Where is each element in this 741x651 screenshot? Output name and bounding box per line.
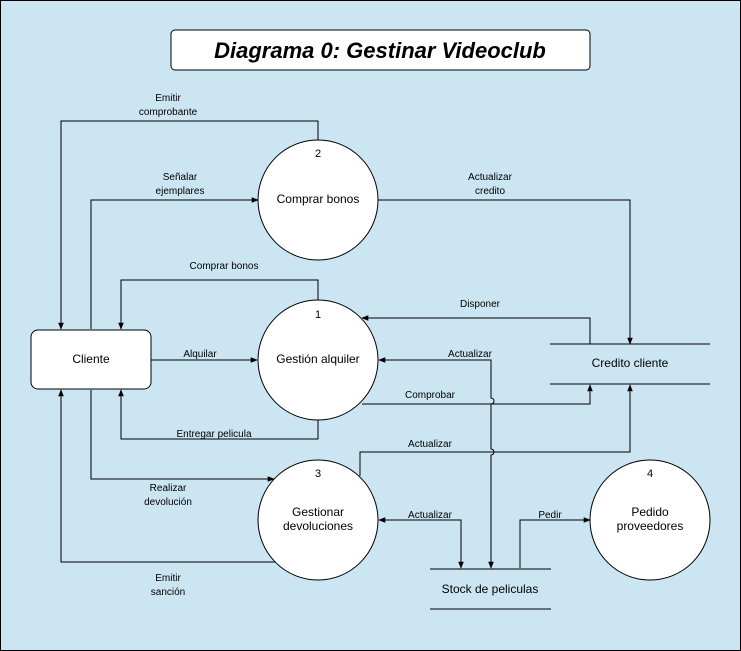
- flow-actualizar-credito: [378, 199, 633, 345]
- label-emitir-sancion-2: sanción: [151, 587, 185, 598]
- process-3-label-line-2: devoluciones: [283, 519, 353, 533]
- label-emitir-sancion-1: Emitir: [155, 573, 181, 584]
- label-pedir: Pedir: [538, 510, 562, 521]
- store-stock-peliculas: Stock de peliculas: [430, 568, 551, 610]
- flow-senalar-ejemplares: [90, 197, 259, 329]
- process-1-number: 1: [315, 309, 321, 321]
- process-3-number: 3: [315, 468, 321, 480]
- process-4-circle: [589, 459, 711, 581]
- process-3-circle: [257, 459, 379, 581]
- process-gestionar-devoluciones: 3 Gestionar devoluciones: [257, 459, 379, 581]
- label-actualizar-credito-2: credito: [475, 186, 505, 197]
- diagram-title: Diagrama 0: Gestinar Videoclub: [170, 29, 591, 71]
- flow-emitir-comprobante: [58, 120, 319, 330]
- flow-comprar-bonos: [118, 279, 319, 330]
- flow-emitir-sancion: [58, 389, 276, 563]
- process-pedido-proveedores: 4 Pedido proveedores: [589, 459, 711, 581]
- label-senalar-ejemplares-2: ejemplares: [156, 186, 205, 197]
- title-box: [170, 29, 591, 71]
- process-4-label-line-1: Pedido: [631, 505, 669, 519]
- label-disponer: Disponer: [460, 299, 501, 310]
- label-realizar-devolucion-2: devolución: [144, 497, 192, 508]
- process-gestion-alquiler: 1 Gestión alquiler: [257, 299, 379, 421]
- process-2-circle: [257, 139, 379, 261]
- label-actualizar-stock-1: Actualizar: [448, 349, 493, 360]
- process-2-label: Comprar bonos: [277, 192, 360, 206]
- title-text: Diagrama 0: Gestinar Videoclub: [214, 38, 546, 63]
- entity-cliente: Cliente: [30, 329, 152, 390]
- store-credito-label: Credito cliente: [592, 356, 669, 370]
- process-1-label: Gestión alquiler: [276, 352, 359, 366]
- entity-cliente-box: [30, 329, 152, 390]
- flow-comprobar: [362, 384, 593, 405]
- flow-actualizar-credito-3: [359, 384, 633, 476]
- process-1-circle: [257, 299, 379, 421]
- label-actualizar-credito-3: Actualizar: [408, 439, 453, 450]
- entity-cliente-label: Cliente: [72, 352, 110, 366]
- flow-disponer: [361, 315, 591, 344]
- process-3-label-line-1: Gestionar: [292, 505, 344, 519]
- process-comprar-bonos: 2 Comprar bonos: [257, 139, 379, 261]
- process-4-label-line-2: proveedores: [617, 519, 684, 533]
- flow-entregar-pelicula: [118, 389, 319, 440]
- label-comprobar: Comprobar: [405, 390, 456, 401]
- label-alquilar: Alquilar: [183, 349, 217, 360]
- label-entregar-pelicula: Entregar pelicula: [176, 429, 251, 440]
- flow-realizar-devolucion: [90, 390, 275, 482]
- process-2-number: 2: [315, 148, 321, 160]
- label-emitir-comprobante-2: comprobante: [139, 107, 198, 118]
- label-comprar-bonos: Comprar bonos: [190, 261, 259, 272]
- label-actualizar-stock-3: Actualizar: [408, 510, 453, 521]
- label-senalar-ejemplares-1: Señalar: [163, 172, 198, 183]
- store-stock-label: Stock de peliculas: [442, 582, 539, 596]
- store-credito-cliente: Credito cliente: [550, 343, 710, 385]
- flow-actualizar-stock-3: [378, 517, 464, 569]
- label-emitir-comprobante-1: Emitir: [155, 93, 181, 104]
- label-actualizar-credito-1: Actualizar: [468, 172, 513, 183]
- label-realizar-devolucion-1: Realizar: [150, 483, 187, 494]
- process-4-number: 4: [647, 468, 653, 480]
- flow-pedir: [519, 517, 591, 568]
